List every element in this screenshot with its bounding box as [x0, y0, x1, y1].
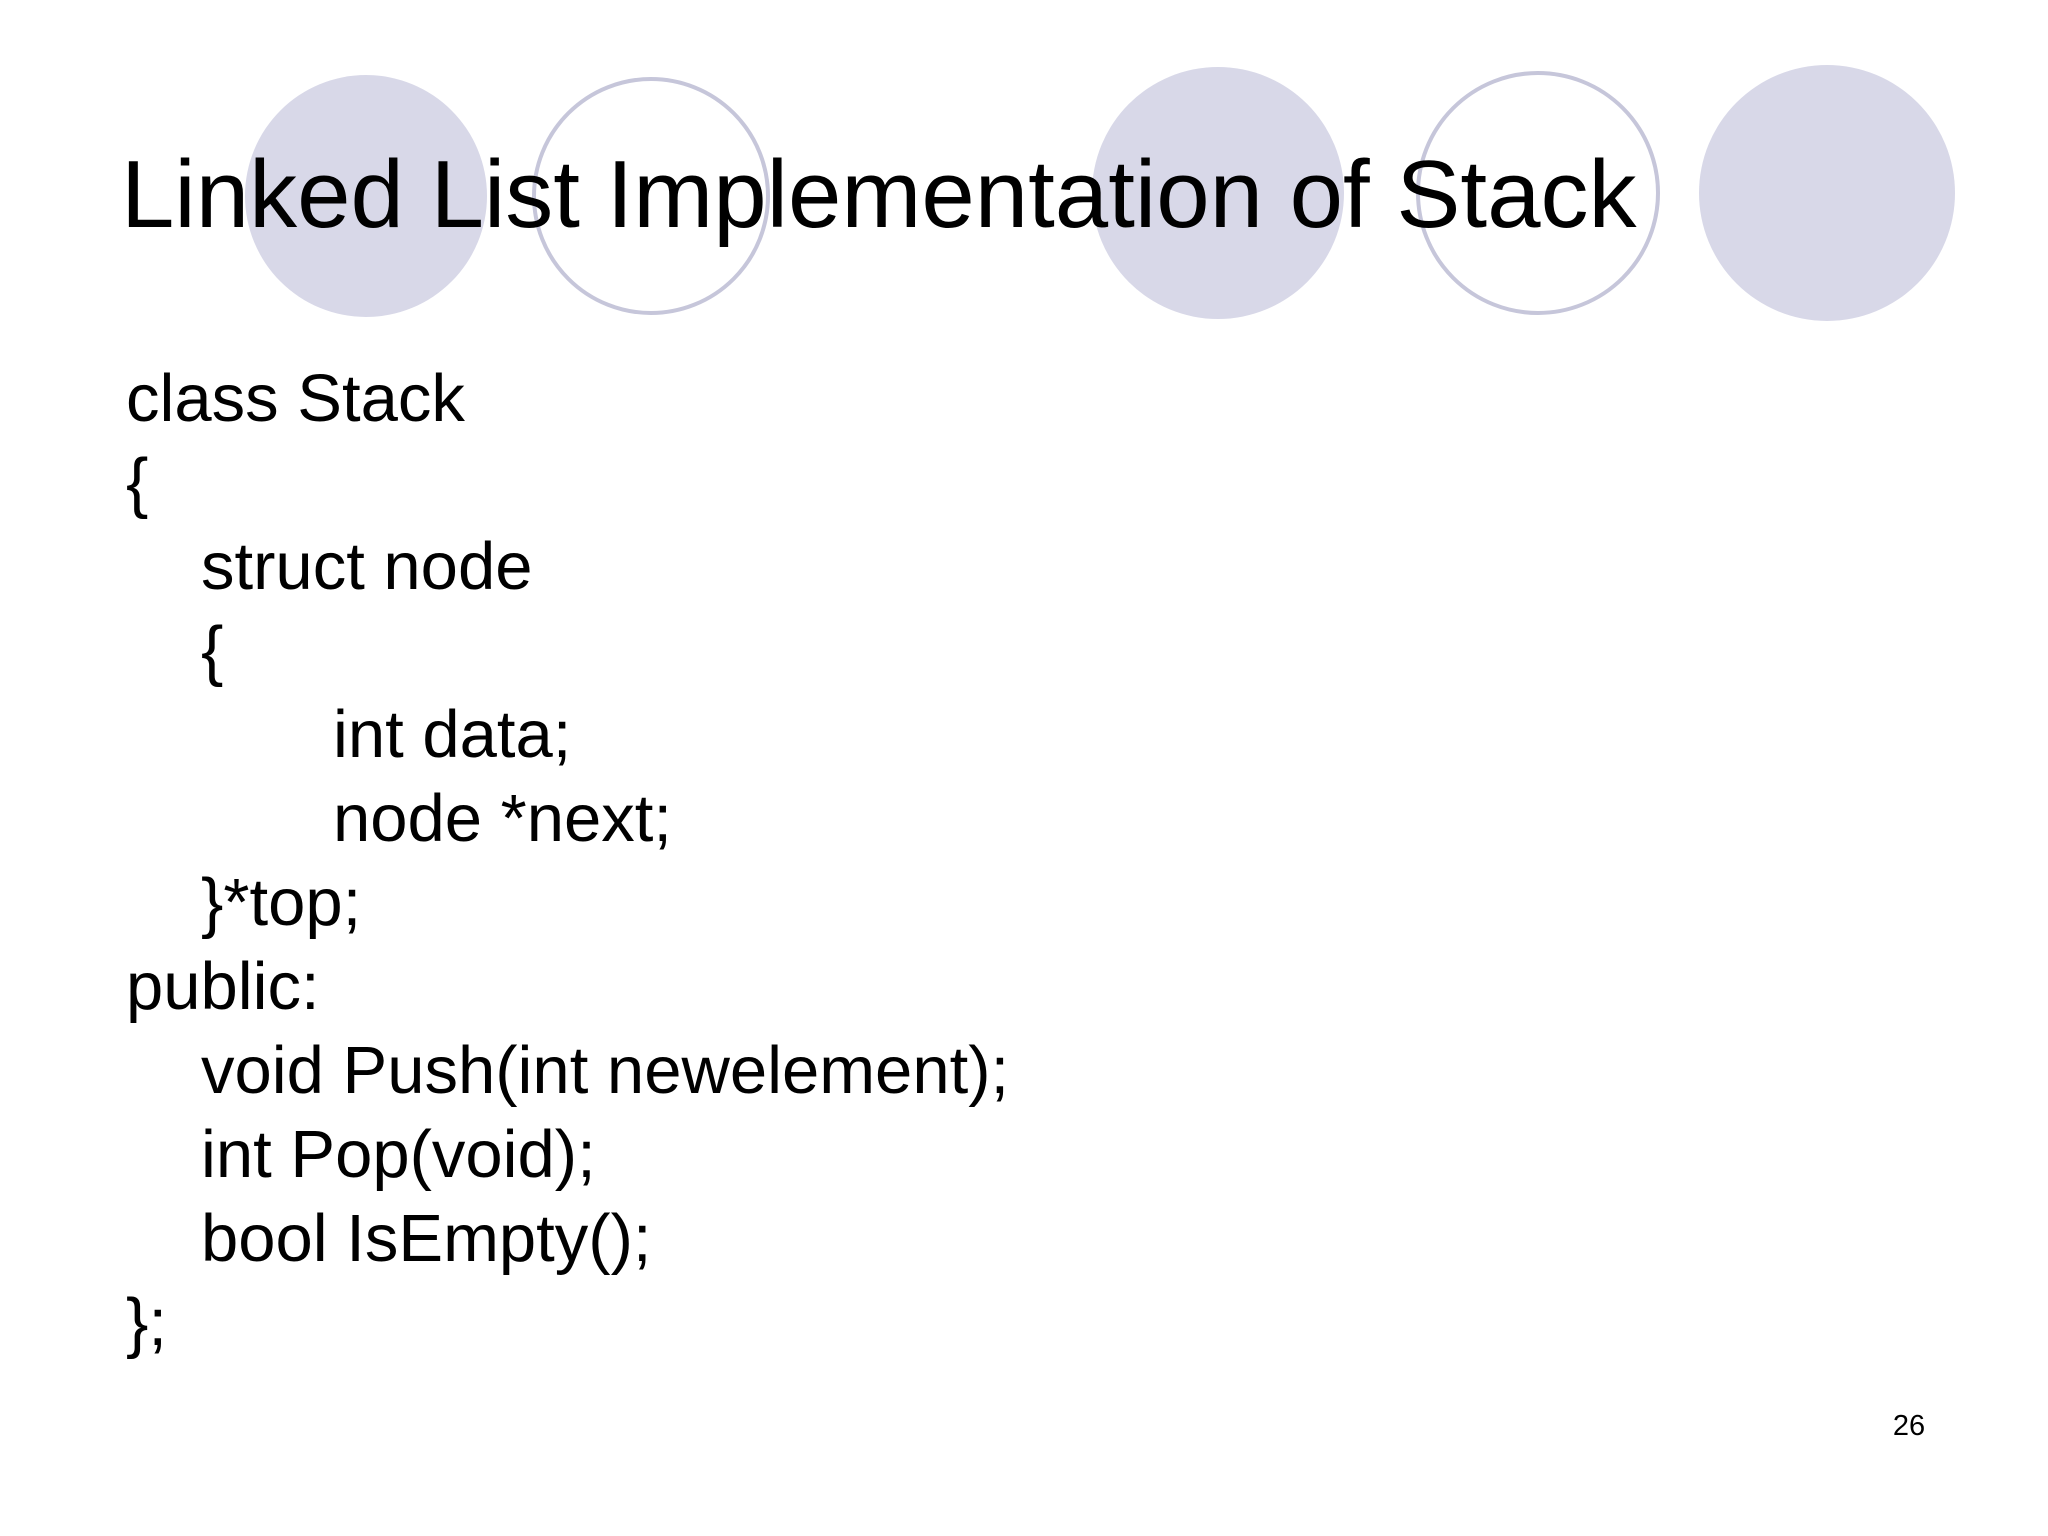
code-line: { [126, 445, 149, 520]
code-line: class Stack [126, 361, 465, 436]
code-line: struct node [201, 529, 533, 604]
code-line: node *next; [333, 781, 672, 856]
outlined-circle-decoration [532, 77, 770, 315]
code-line: }*top; [201, 865, 362, 940]
code-line: { [201, 613, 224, 688]
filled-circle-decoration [245, 75, 487, 317]
filled-circle-decoration [1092, 67, 1344, 319]
code-line: void Push(int newelement); [201, 1033, 1010, 1108]
slide-title: Linked List Implementation of Stack [121, 141, 1637, 248]
code-line: public: [126, 949, 320, 1024]
code-line: bool IsEmpty(); [201, 1201, 652, 1276]
code-line: int data; [333, 697, 572, 772]
code-line: }; [126, 1285, 167, 1360]
code-line: int Pop(void); [201, 1117, 596, 1192]
code-block: class Stack { struct node { int data; node *n… [126, 357, 1009, 1365]
page-number: 26 [1892, 1410, 1926, 1442]
filled-circle-decoration [1699, 65, 1955, 321]
outlined-circle-decoration [1416, 71, 1660, 315]
